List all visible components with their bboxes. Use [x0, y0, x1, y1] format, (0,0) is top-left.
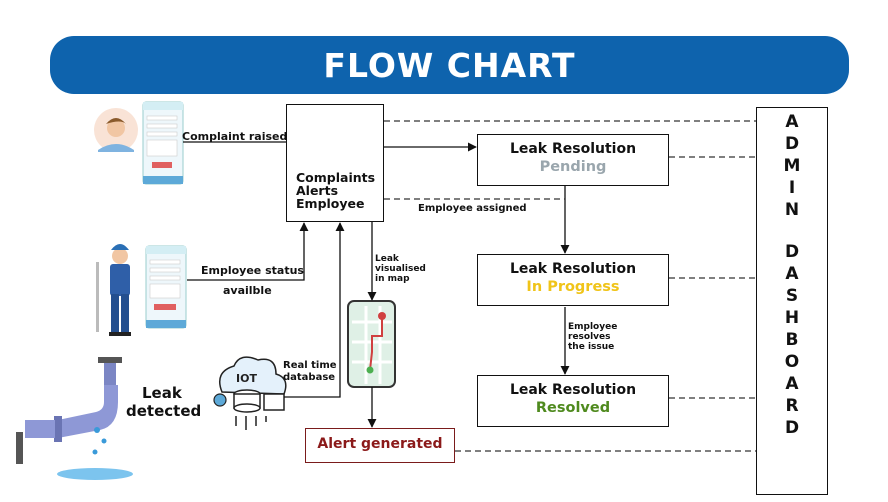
- status-state-resolved: Resolved: [535, 400, 611, 416]
- status-resolved-box: Leak Resolution Resolved: [477, 375, 669, 427]
- alert-label: Alert generated: [317, 436, 443, 452]
- status-pending-box: Leak Resolution Pending: [477, 134, 669, 186]
- mobile-form-icon: [142, 101, 184, 185]
- leak-label: Leak: [142, 384, 182, 402]
- admin-letter: N: [784, 200, 800, 220]
- realtime-label: Real time: [283, 360, 337, 371]
- admin-letter: I: [788, 178, 796, 198]
- status-state-inprogress: In Progress: [526, 279, 620, 295]
- complaint-raised-label: Complaint raised: [182, 130, 288, 143]
- admin-letter: B: [785, 330, 799, 350]
- status-inprogress-box: Leak Resolution In Progress: [477, 254, 669, 306]
- citizen-avatar-icon: [94, 108, 138, 152]
- admin-letter: A: [785, 264, 799, 284]
- employee-status-label: availble: [223, 284, 272, 297]
- page-title: FLOW CHART: [323, 45, 576, 85]
- iot-cloud-icon: IOT: [213, 356, 287, 430]
- detected-label: detected: [126, 402, 202, 420]
- employee-resolves-label: resolves: [568, 332, 611, 342]
- admin-letter: D: [784, 418, 800, 438]
- admin-letter: R: [785, 396, 799, 416]
- leak-visualised-label: Leak: [375, 254, 399, 264]
- admin-letter: A: [785, 374, 799, 394]
- leak-visualised-label: visualised: [375, 264, 426, 274]
- status-title: Leak Resolution: [509, 382, 637, 398]
- employee-worker-icon: [96, 244, 131, 336]
- iot-label: IOT: [236, 372, 257, 385]
- title-banner: FLOW CHART: [50, 36, 849, 94]
- status-title: Leak Resolution: [509, 261, 637, 277]
- admin-letter: A: [785, 112, 799, 132]
- admin-letter: M: [783, 156, 801, 176]
- mobile-form-icon: [145, 245, 187, 329]
- admin-letter: D: [784, 134, 800, 154]
- employee-resolves-label: Employee: [568, 322, 618, 332]
- leak-visualised-label: in map: [375, 274, 410, 284]
- complaints-hub-box: Complaints Alerts Employee: [286, 104, 384, 222]
- employee-resolves-label: the issue: [568, 342, 615, 352]
- admin-letter: S: [785, 286, 799, 306]
- admin-dashboard-box: A D M I N D A S H B O A R D: [756, 107, 828, 495]
- phone-map-icon: [347, 300, 396, 388]
- status-state-pending: Pending: [539, 159, 607, 175]
- admin-letter: D: [784, 242, 800, 262]
- status-title: Leak Resolution: [509, 141, 637, 157]
- employee-assigned-label: Employee assigned: [418, 203, 527, 214]
- employee-status-label: Employee status: [201, 264, 304, 277]
- hub-label: Complaints Alerts Employee: [296, 170, 376, 211]
- admin-letter: H: [784, 308, 800, 328]
- database-label: database: [283, 372, 336, 383]
- alert-generated-box: Alert generated: [305, 428, 455, 463]
- admin-letter: O: [784, 352, 800, 372]
- leaking-pipe-icon: [16, 357, 133, 480]
